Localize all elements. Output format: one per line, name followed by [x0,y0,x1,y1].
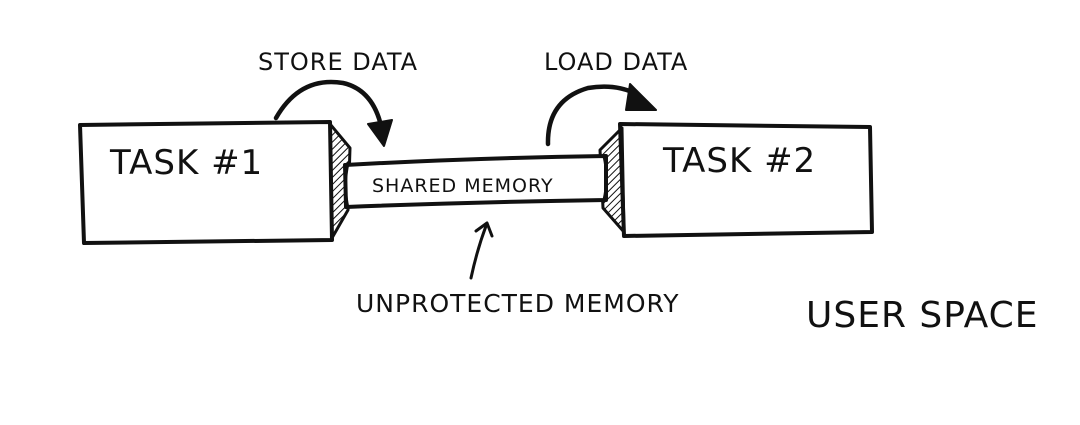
task-1-label: TASK #1 [109,143,263,183]
load-arrow [545,83,657,147]
store-data-label: STORE DATA [258,48,418,76]
store-arrow [273,79,393,147]
task-1-box: TASK #1 [78,120,352,245]
unprotected-memory-label: UNPROTECTED MEMORY [356,289,680,318]
task-1-bevel [328,122,352,240]
shared-memory-tube: SHARED MEMORY [343,154,608,210]
load-data-label: LOAD DATA [544,48,688,76]
task-2-box: TASK #2 [598,122,874,238]
user-space-label: USER SPACE [806,295,1039,336]
shared-memory-label: SHARED MEMORY [372,175,554,197]
task-2-label: TASK #2 [662,141,816,181]
unprotected-arrow [469,221,494,280]
